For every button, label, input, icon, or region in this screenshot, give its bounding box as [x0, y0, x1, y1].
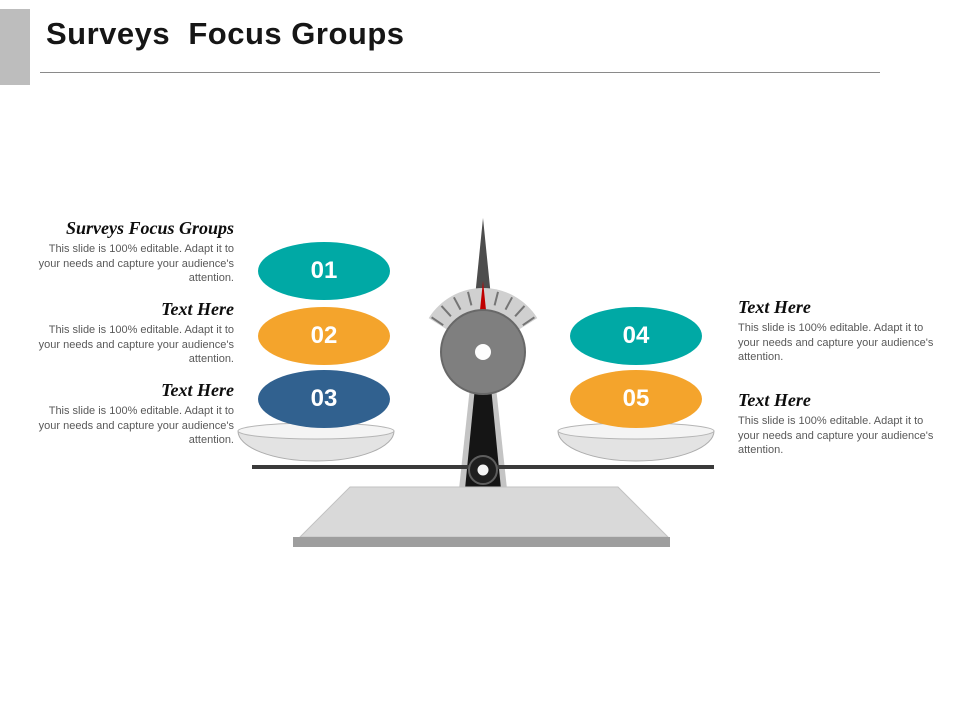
- left-block-3-body: This slide is 100% editable. Adapt it to…: [38, 405, 234, 447]
- left-text-block-1: Surveys Focus Groups This slide is 100% …: [36, 218, 234, 286]
- scale-pivot-center: [477, 464, 489, 476]
- badge-03-label: 03: [310, 385, 338, 412]
- right-pan: [557, 422, 715, 462]
- right-text-block-2: Text Here This slide is 100% editable. A…: [738, 390, 936, 458]
- right-block-2-heading: Text Here: [738, 390, 811, 410]
- scale-red-pointer-icon: [479, 281, 487, 315]
- scale-base-bar: [293, 537, 670, 547]
- scale-dial-center: [475, 344, 491, 360]
- balance-scale-graphic: [237, 218, 715, 547]
- right-text-block-1: Text Here This slide is 100% editable. A…: [738, 297, 936, 365]
- badge-04: 04: [570, 307, 702, 365]
- title-divider: [40, 72, 880, 73]
- corner-accent-tab: [0, 9, 30, 85]
- badge-01-label: 01: [310, 257, 338, 284]
- badge-05-label: 05: [622, 385, 650, 412]
- right-block-1-heading: Text Here: [738, 297, 811, 317]
- scale-needle-icon: [474, 218, 492, 307]
- left-block-1-heading: Surveys Focus Groups: [65, 218, 234, 238]
- badge-05: 05: [570, 370, 702, 428]
- left-block-1-body: This slide is 100% editable. Adapt it to…: [38, 243, 234, 285]
- left-block-2-heading: Text Here: [161, 299, 234, 319]
- badge-02-label: 02: [310, 322, 338, 349]
- badge-02: 02: [258, 307, 390, 365]
- left-block-2-body: This slide is 100% editable. Adapt it to…: [38, 324, 234, 366]
- left-text-block-3: Text Here This slide is 100% editable. A…: [36, 380, 234, 448]
- badge-04-label: 04: [622, 322, 650, 349]
- page-title: Surveys Focus Groups: [46, 16, 405, 51]
- right-block-2-body: This slide is 100% editable. Adapt it to…: [738, 415, 934, 457]
- scale-base-platform: [298, 486, 670, 538]
- badge-01: 01: [258, 242, 390, 300]
- left-pan: [237, 422, 395, 462]
- badge-03: 03: [258, 370, 390, 428]
- right-block-1-body: This slide is 100% editable. Adapt it to…: [738, 322, 934, 364]
- left-block-3-heading: Text Here: [161, 380, 234, 400]
- left-text-block-2: Text Here This slide is 100% editable. A…: [36, 299, 234, 367]
